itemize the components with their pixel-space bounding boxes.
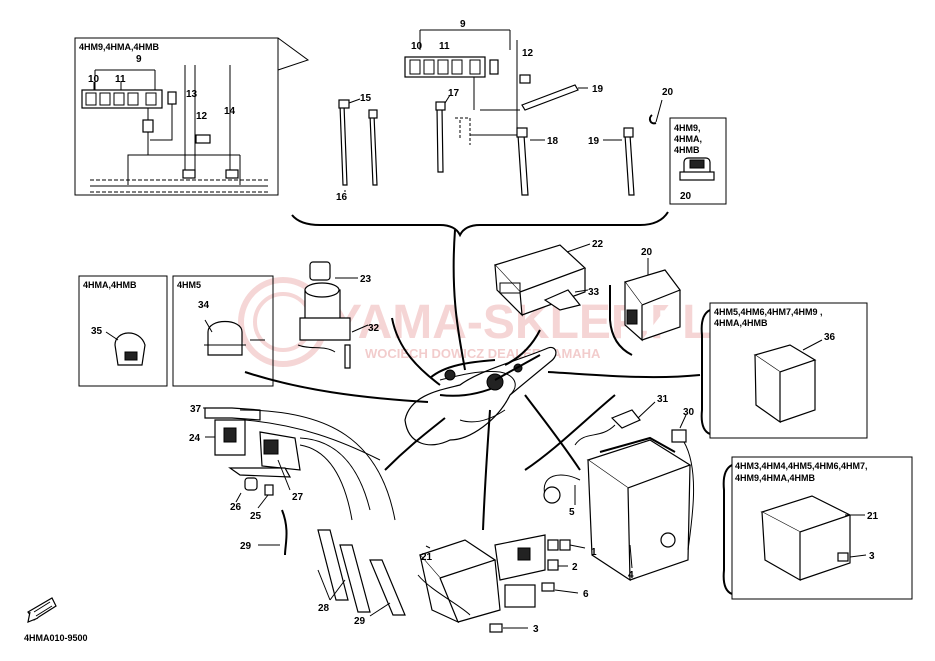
callout-33: 23 bbox=[360, 274, 372, 285]
callout-20b: 20 bbox=[680, 191, 692, 202]
callout-31b: 29 bbox=[354, 616, 366, 627]
callout-30: 28 bbox=[318, 603, 330, 614]
ignition-coils: 37 24 27 26 25 29 28 29 bbox=[189, 404, 406, 627]
callout-10b: 10 bbox=[411, 41, 423, 52]
callout-12b: 12 bbox=[522, 48, 534, 59]
callout-3: 4 bbox=[628, 570, 634, 581]
inset-wiring-4hm9: 4HM9,4HMA,4HMB 9 10 11 12 13 14 bbox=[74, 37, 310, 196]
callout-22: 19 bbox=[592, 84, 604, 95]
callout-34: 32 bbox=[368, 323, 380, 334]
callout-25: 27 bbox=[292, 492, 304, 503]
inset-24-caption-2: 4HMA,4HMB bbox=[714, 318, 768, 328]
inset-20-caption-2: 4HMA, bbox=[674, 134, 702, 144]
footer-code: 4HMA010-9500 bbox=[24, 633, 88, 643]
callout-36: 34 bbox=[198, 300, 210, 311]
callout-14: 14 bbox=[224, 106, 236, 117]
callout-11b: 11 bbox=[439, 41, 450, 52]
callout-9: 9 bbox=[136, 54, 142, 65]
inset-36: 4HM5 34 bbox=[172, 275, 274, 387]
callout-26: 24 bbox=[189, 433, 201, 444]
callout-10: 10 bbox=[88, 74, 100, 85]
callout-29: 26 bbox=[230, 502, 242, 513]
callout-9b: 9 bbox=[460, 19, 466, 30]
inset-1: 4HM3,4HM4,4HM5,4HM6,4HM7, 4HM9,4HMA,4HMB… bbox=[722, 456, 913, 600]
callout-2: 3 bbox=[533, 624, 539, 635]
callout-18: 18 bbox=[547, 136, 559, 147]
callout-16: 16 bbox=[336, 192, 348, 203]
callout-6: 1 bbox=[591, 547, 597, 558]
inset-20-caption-1: 4HM9, bbox=[674, 123, 701, 133]
callout-17: 17 bbox=[448, 88, 460, 99]
cdi-unit: 22 33 bbox=[493, 239, 604, 317]
inset-37: 4HMA,4HMB 35 bbox=[78, 275, 168, 387]
callout-37: 35 bbox=[91, 326, 103, 337]
callout-8: 6 bbox=[583, 589, 589, 600]
callout-1b: 21 bbox=[867, 511, 879, 522]
inset-1-caption-2: 4HM9,4HMA,4HMB bbox=[735, 473, 816, 483]
main-harness bbox=[244, 229, 701, 531]
inset-wiring-caption: 4HM9,4HMA,4HMB bbox=[79, 42, 160, 52]
callout-32: 22 bbox=[592, 239, 604, 250]
callout-27: 37 bbox=[190, 404, 202, 415]
callout-31: 29 bbox=[240, 541, 252, 552]
inset-37-caption: 4HMA,4HMB bbox=[83, 280, 137, 290]
callout-20: 20 bbox=[662, 87, 674, 98]
callout-19: 19 bbox=[588, 136, 600, 147]
callout-21: 5 bbox=[569, 507, 575, 518]
watermark-subtext: WOCIECH DOWICZ DEALER YAMAHA bbox=[365, 346, 601, 361]
top-wiring-group: 9 10 11 12 19 15 16 17 bbox=[291, 19, 727, 238]
callout-28: 25 bbox=[250, 511, 262, 522]
inset-1-caption-1: 4HM3,4HM4,4HM5,4HM6,4HM7, bbox=[735, 461, 868, 471]
callout-2b: 3 bbox=[869, 551, 875, 562]
callout-5: 31 bbox=[657, 394, 669, 405]
callout-12: 12 bbox=[196, 111, 208, 122]
inset-24-caption-1: 4HM5,4HM6,4HM7,4HM9 , bbox=[714, 307, 823, 317]
callout-15: 15 bbox=[360, 93, 372, 104]
ignition-switch: 23 32 bbox=[297, 261, 380, 369]
callout-4: 30 bbox=[683, 407, 695, 418]
inset-20-caption-3: 4HMB bbox=[674, 145, 700, 155]
regulator-group: 21 1 2 6 3 bbox=[417, 534, 597, 635]
callout-24: 36 bbox=[824, 332, 836, 343]
battery: 31 30 5 4 bbox=[543, 394, 695, 582]
inset-24: 4HM5,4HM6,4HM7,4HM9 , 4HMA,4HMB 36 bbox=[700, 302, 868, 439]
relay-23: 20 bbox=[609, 247, 681, 356]
callout-7: 2 bbox=[572, 562, 578, 573]
callout-11: 11 bbox=[115, 74, 126, 85]
inset-36-caption: 4HM5 bbox=[177, 280, 201, 290]
callout-35: 33 bbox=[588, 287, 600, 298]
callout-1: 21 bbox=[421, 552, 433, 563]
callout-13: 13 bbox=[186, 89, 198, 100]
callout-23: 20 bbox=[641, 247, 653, 258]
front-arrow-icon bbox=[27, 597, 57, 623]
